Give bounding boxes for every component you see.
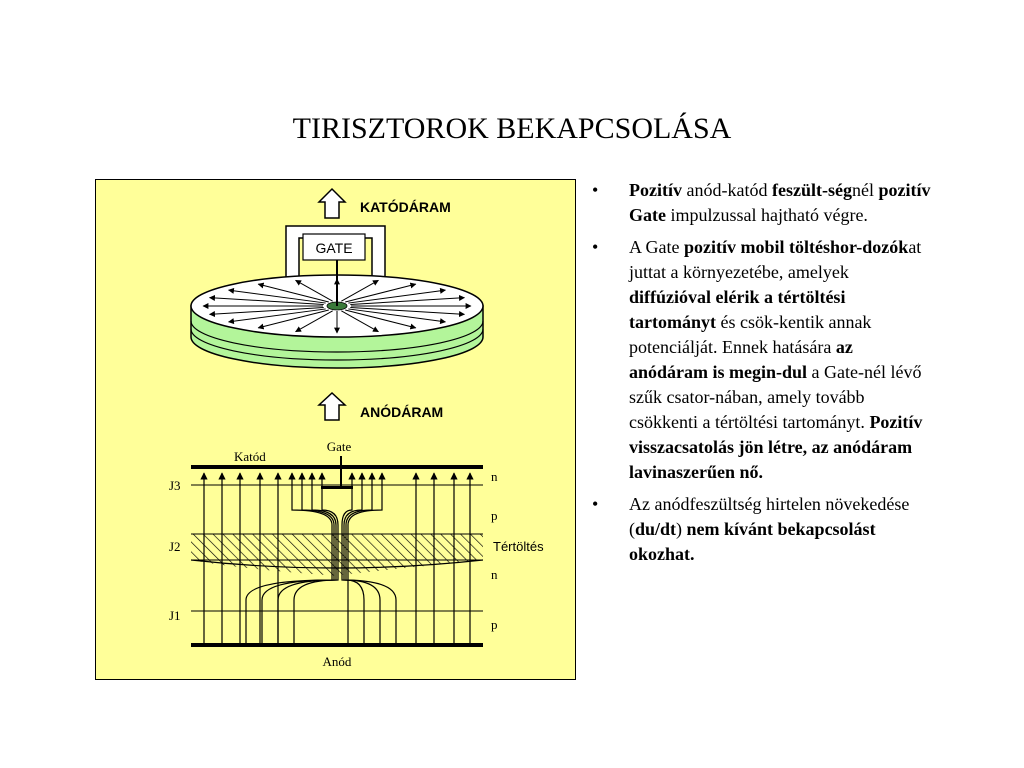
radial-arrow bbox=[295, 279, 333, 302]
junction-label-j3: J3 bbox=[169, 478, 181, 493]
bullet-marker: • bbox=[592, 180, 599, 200]
gate-box bbox=[302, 233, 366, 261]
radial-arrow bbox=[295, 310, 333, 333]
current-path bbox=[293, 472, 339, 643]
current-path bbox=[345, 472, 376, 643]
bullet-text-run: ) bbox=[676, 519, 687, 539]
disc-diagram: KATÓDÁRAM GATE ANÓDÁRAM bbox=[190, 187, 484, 421]
radial-arrow bbox=[341, 310, 379, 333]
radial-arrow bbox=[345, 282, 417, 303]
layer-label-p-top: p bbox=[491, 508, 498, 523]
radial-arrow bbox=[345, 309, 417, 330]
bullet-text-run: A Gate bbox=[629, 237, 684, 257]
anode-electrode bbox=[191, 643, 483, 647]
bullet-text-run: pozitív mobil töltéshor-dozók bbox=[683, 237, 909, 257]
radial-current-arrows bbox=[202, 278, 472, 334]
bullet-text-run: impulzussal hajtható végre. bbox=[665, 205, 868, 225]
bullet-text-run: nem kívánt bekapcsolást okozhat. bbox=[629, 519, 876, 564]
bullet-text-run: pozitív Gate bbox=[629, 180, 931, 225]
bullet-text-run: diffúzióval elérik a tértöltési tartomán… bbox=[629, 287, 846, 332]
bullet-text-run: feszült-ség bbox=[771, 180, 852, 200]
cathode-electrode bbox=[191, 465, 483, 469]
layer-label-n-bottom: n bbox=[491, 567, 498, 582]
bullet-item: • Pozitív anód-katód feszült-ségnél pozit… bbox=[588, 178, 933, 228]
radial-arrow bbox=[208, 294, 324, 305]
bullet-text-run: nél bbox=[851, 180, 879, 200]
cross-section-diagram: Katód Gate J3 J2 J1 n p n p Tértölté bbox=[169, 439, 544, 669]
bullet-text-run: anód-katód bbox=[681, 180, 772, 200]
layer-label-n-top: n bbox=[491, 469, 498, 484]
bullet-marker: • bbox=[592, 237, 599, 257]
bullet-text-run: du/dt bbox=[635, 519, 677, 539]
cathode-current-label: KATÓDÁRAM bbox=[360, 198, 451, 215]
junction-label-j1: J1 bbox=[169, 608, 181, 623]
cathode-current-arrow bbox=[317, 187, 347, 219]
cathode-label: Katód bbox=[234, 449, 266, 464]
radial-arrow bbox=[257, 282, 329, 303]
gate-label: GATE bbox=[315, 240, 352, 256]
radial-arrow bbox=[350, 307, 466, 318]
bullet-text-run: Pozitív bbox=[629, 180, 682, 200]
thyristor-figure: KATÓDÁRAM GATE ANÓDÁRAM Katód Gate bbox=[95, 179, 576, 680]
anode-current-arrow bbox=[317, 391, 347, 421]
anode-label: Anód bbox=[323, 654, 352, 669]
radial-arrow bbox=[341, 279, 379, 302]
current-path bbox=[343, 472, 381, 643]
bullet-text-run: at juttat a környezetébe, amelyek bbox=[629, 237, 922, 282]
slide-title: TIRISZTOROK BEKAPCSOLÁSA bbox=[292, 112, 732, 145]
gate-terminal-label: Gate bbox=[327, 439, 352, 454]
radial-arrow bbox=[257, 309, 329, 330]
junction-label-j2: J2 bbox=[169, 539, 181, 554]
anode-current-label: ANÓDÁRAM bbox=[360, 403, 443, 420]
bullet-text-run: a Gate-nél lévő szűk csator-nában, amely… bbox=[629, 362, 922, 432]
radial-arrow bbox=[227, 308, 326, 325]
bullet-item: • A Gate pozitív mobil töltéshor-dozókat … bbox=[588, 235, 933, 485]
radial-arrow bbox=[348, 308, 447, 325]
radial-arrow bbox=[350, 294, 466, 305]
radial-arrow bbox=[348, 287, 447, 304]
current-path bbox=[347, 472, 386, 643]
radial-arrow bbox=[208, 307, 324, 318]
current-paths bbox=[200, 472, 474, 643]
bullet-text-run: Pozitív visszacsatolás jön létre, az anó… bbox=[629, 412, 923, 482]
layer-label-p-bottom: p bbox=[491, 617, 498, 632]
bullet-list: • Pozitív anód-katód feszült-ségnél pozit… bbox=[588, 178, 933, 574]
bullet-text-run: és csök-kentik annak potenciálját. Ennek… bbox=[629, 312, 872, 357]
bullet-marker: • bbox=[592, 494, 599, 514]
bullet-text-run: az anódáram is megin-dul bbox=[629, 337, 853, 382]
bullet-item: • Az anódfeszültség hirtelen növekedése (… bbox=[588, 492, 933, 567]
current-path bbox=[341, 472, 397, 643]
radial-arrow bbox=[227, 287, 326, 304]
space-charge-region bbox=[191, 534, 483, 576]
bullet-text-run: Az anódfeszültség hirtelen növekedése ( bbox=[629, 494, 910, 539]
space-charge-label: Tértöltés bbox=[493, 539, 544, 554]
